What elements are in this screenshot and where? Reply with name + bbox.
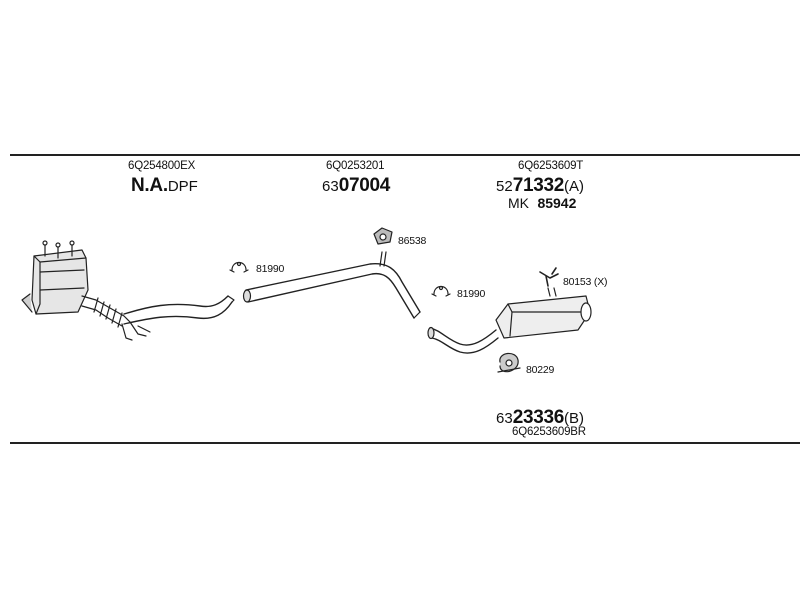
- rubber-mount-label: 86538: [398, 235, 427, 247]
- rear-silencer-drawing: [427, 287, 592, 354]
- middle-pipe-drawing: [242, 251, 421, 319]
- dpf-label: N.A.DPF: [131, 175, 198, 197]
- alt-silencer-code-main: 23336: [512, 407, 565, 428]
- rear-silencer-ref-number: 6Q6253609T: [518, 160, 584, 172]
- alt-silencer-ref-number: 6Q6253609BR: [512, 426, 586, 438]
- clamp-front-label: 81990: [256, 263, 285, 275]
- alt-silencer-code-suffix: (B): [564, 410, 585, 427]
- rear-silencer-mk-value: 85942: [537, 195, 577, 211]
- rear-silencer-mk: MK 85942: [508, 195, 576, 213]
- alt-silencer-code: 6323336(B): [496, 407, 584, 429]
- dpf-name: N.A.: [131, 175, 168, 196]
- rear-silencer-mk-label: MK: [508, 195, 529, 211]
- bracket-drawing: [539, 267, 559, 287]
- rubber-mount-drawing: [373, 227, 393, 245]
- dpf-ref-number: 6Q254800EX: [128, 160, 196, 172]
- dpf-drawing: [21, 240, 235, 341]
- middle-pipe-ref-number: 6Q0253201: [326, 160, 385, 172]
- bracket-label: 80153 (X): [563, 276, 608, 288]
- clamp-rear-label: 81990: [457, 288, 486, 300]
- clamp-rear-drawing: [431, 285, 451, 297]
- hanger-label: 80229: [526, 364, 555, 376]
- rear-silencer-code-main: 71332: [512, 175, 565, 196]
- dpf-suffix: DPF: [167, 178, 198, 195]
- alt-silencer-code-prefix: 63: [496, 410, 513, 427]
- middle-pipe-code-prefix: 63: [322, 178, 339, 195]
- rear-silencer-code: 5271332(A): [496, 175, 584, 197]
- rear-silencer-code-prefix: 52: [496, 178, 513, 195]
- rear-silencer-code-suffix: (A): [564, 178, 585, 195]
- middle-pipe-code-main: 07004: [338, 175, 391, 196]
- bottom-divider: [10, 442, 800, 444]
- top-divider: [10, 154, 800, 156]
- middle-pipe-code: 6307004: [322, 175, 390, 197]
- clamp-front-drawing: [229, 261, 249, 273]
- hanger-drawing: [497, 352, 521, 373]
